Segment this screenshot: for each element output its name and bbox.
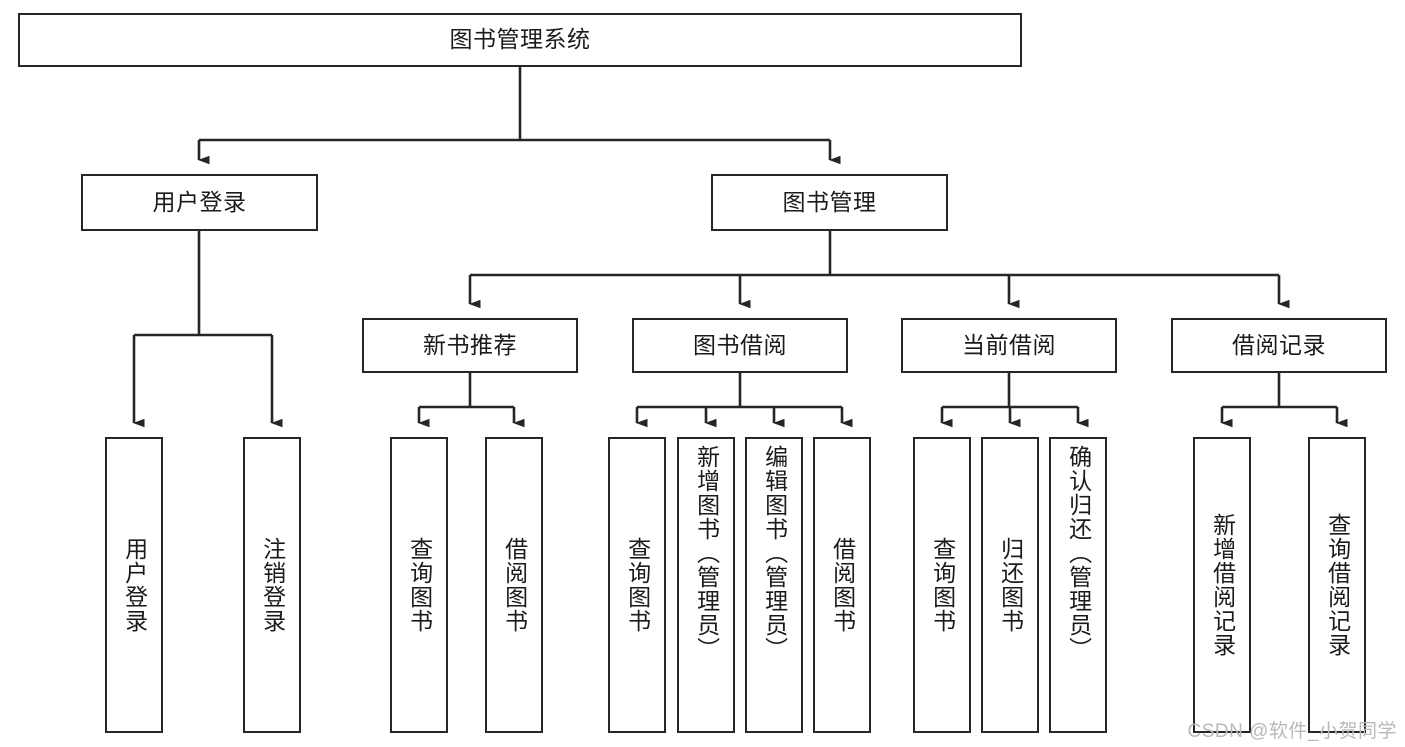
connectors-new-book-to-leaves <box>417 373 525 428</box>
node-borrow-record[interactable]: 借阅记录 <box>1171 318 1387 373</box>
node-new-book-recommend[interactable]: 新书推荐 <box>362 318 578 373</box>
node-label: 当前借阅 <box>962 331 1056 358</box>
node-root-library-management-system[interactable]: 图书管理系统 <box>18 13 1022 67</box>
node-book-management[interactable]: 图书管理 <box>711 174 948 231</box>
node-user-login[interactable]: 用户登录 <box>81 174 318 231</box>
node-label: 借阅图书 <box>501 537 528 633</box>
node-label: 确认归还（管理员） <box>1065 445 1092 661</box>
node-label: 借阅图书 <box>829 537 856 633</box>
node-book-borrow[interactable]: 图书借阅 <box>632 318 848 373</box>
leaf-borrow-record-query-record[interactable]: 查询借阅记录 <box>1308 437 1366 733</box>
leaf-current-borrow-return-book[interactable]: 归还图书 <box>981 437 1039 733</box>
leaf-current-borrow-query-book[interactable]: 查询图书 <box>913 437 971 733</box>
node-label: 图书管理系统 <box>449 26 591 53</box>
leaf-new-book-borrow-book[interactable]: 借阅图书 <box>485 437 543 733</box>
node-label: 注销登录 <box>259 537 286 633</box>
node-label: 归还图书 <box>997 537 1024 633</box>
node-current-borrow[interactable]: 当前借阅 <box>901 318 1117 373</box>
leaf-new-book-query-book[interactable]: 查询图书 <box>390 437 448 733</box>
node-label: 编辑图书（管理员） <box>761 445 788 661</box>
connectors-book-manage-to-level3 <box>468 231 1290 309</box>
leaf-borrow-record-add-record[interactable]: 新增借阅记录 <box>1193 437 1251 733</box>
leaf-user-login-signout[interactable]: 注销登录 <box>243 437 301 733</box>
node-label: 查询图书 <box>624 537 651 633</box>
node-label: 图书管理 <box>782 188 877 215</box>
node-label: 查询借阅记录 <box>1324 513 1351 657</box>
connectors-root-to-level2 <box>197 67 841 165</box>
leaf-book-borrow-add-book-admin[interactable]: 新增图书（管理员） <box>677 437 735 733</box>
leaf-user-login-signin[interactable]: 用户登录 <box>105 437 163 733</box>
leaf-book-borrow-query-book[interactable]: 查询图书 <box>608 437 666 733</box>
connectors-borrow-record-to-leaves <box>1220 373 1348 428</box>
leaf-current-borrow-confirm-return-admin[interactable]: 确认归还（管理员） <box>1049 437 1107 733</box>
node-label: 用户登录 <box>152 188 247 215</box>
connectors-current-borrow-to-leaves <box>940 373 1089 428</box>
csdn-watermark: CSDN @软件_小贺同学 <box>1187 721 1397 742</box>
node-label: 新书推荐 <box>423 331 517 358</box>
node-label: 新增图书（管理员） <box>693 445 720 661</box>
leaf-book-borrow-borrow-book[interactable]: 借阅图书 <box>813 437 871 733</box>
node-label: 查询图书 <box>406 537 433 633</box>
connectors-book-borrow-to-leaves <box>635 373 853 428</box>
leaf-book-borrow-edit-book-admin[interactable]: 编辑图书（管理员） <box>745 437 803 733</box>
node-label: 用户登录 <box>121 537 148 633</box>
connectors-user-login-to-leaves <box>132 231 283 428</box>
node-label: 图书借阅 <box>693 331 787 358</box>
node-label: 借阅记录 <box>1232 331 1326 358</box>
node-label: 查询图书 <box>929 537 956 633</box>
node-label: 新增借阅记录 <box>1209 513 1236 657</box>
